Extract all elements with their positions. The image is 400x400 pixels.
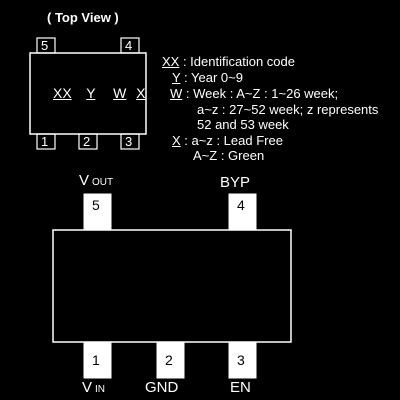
legend-key-w: W — [170, 86, 183, 101]
package-pin-2-label: GND — [145, 379, 179, 396]
marking-pin-3-number: 3 — [125, 134, 133, 149]
package-pin-5-lead — [82, 192, 113, 231]
marking-pin-5-number: 5 — [41, 38, 49, 53]
marking-pin-4-number: 4 — [125, 38, 133, 53]
legend-text-w: : Week : A~Z : 1~26 week; — [182, 86, 339, 101]
package-pin-5-label-main: V — [79, 172, 90, 189]
marking-pin-2-number: 2 — [83, 134, 91, 149]
marking-code-w: W — [113, 85, 127, 101]
marking-code-xx: XX — [53, 85, 72, 101]
legend-line-w-cont-2: 52 and 53 week — [197, 118, 289, 131]
marking-code-y: Y — [86, 85, 96, 101]
package-body — [52, 229, 292, 343]
package-pin-3-number: 3 — [237, 352, 245, 368]
legend-line-w-cont-1: a~z : 27~52 week; z represents — [197, 103, 378, 116]
package-pin-3-lead — [227, 341, 258, 380]
legend-line-x: X : a~z : Lead Free — [172, 134, 283, 147]
marking-code: XX Y W X — [53, 86, 145, 100]
package-pin-2-number: 2 — [165, 352, 173, 368]
marking-pin-1-box — [36, 133, 56, 150]
package-pin-1-number: 1 — [92, 352, 100, 368]
marking-pin-5-box — [36, 37, 56, 54]
package-pin-4-number: 4 — [237, 197, 245, 213]
package-pin-3-label: EN — [230, 379, 251, 396]
legend-text-xx: : Identification code — [179, 54, 295, 69]
legend-key-y: Y — [172, 70, 181, 85]
legend-line-x-cont: A~Z : Green — [193, 149, 264, 162]
legend-line-y: Y : Year 0~9 — [172, 71, 243, 84]
package-pin-1-lead — [82, 341, 113, 380]
marking-pin-1-number: 1 — [41, 134, 49, 149]
package-pin-4-label: BYP — [220, 174, 251, 191]
diagram-title: ( Top View ) — [47, 10, 119, 25]
legend-text-x-cont: A~Z : Green — [193, 148, 265, 163]
legend-line-xx: XX : Identification code — [162, 55, 295, 68]
marking-code-x: X — [136, 85, 146, 101]
package-pin-5-number: 5 — [92, 197, 100, 213]
legend-key-x: X — [172, 133, 181, 148]
package-pin-1-label-sub: IN — [95, 384, 106, 395]
package-pin-5-label-sub: OUT — [92, 177, 114, 188]
legend-text-x: : a~z : Lead Free — [180, 133, 283, 148]
legend-text-y: : Year 0~9 — [180, 70, 243, 85]
marking-pin-4-box — [120, 37, 140, 54]
legend-key-xx: XX — [162, 54, 180, 69]
marking-pin-3-box — [120, 133, 140, 150]
marking-pin-2-box — [78, 133, 98, 150]
package-pin-1-label-main: V — [82, 379, 93, 396]
legend-line-w: W : Week : A~Z : 1~26 week; — [170, 87, 338, 100]
legend-text-w-cont-2: 52 and 53 week — [197, 117, 289, 132]
legend-text-w-cont-1: a~z : 27~52 week; z represents — [197, 102, 379, 117]
